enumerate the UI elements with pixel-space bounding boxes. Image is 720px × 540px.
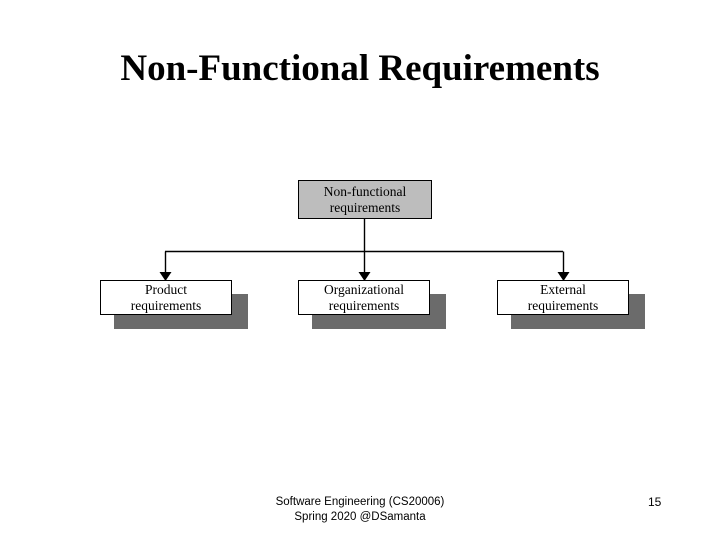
node-label-line1: External bbox=[540, 281, 586, 297]
node-product-requirements[interactable]: Product requirements bbox=[100, 280, 232, 315]
footer-line-course: Software Engineering (CS20006) bbox=[275, 496, 445, 508]
node-label-line1: Organizational bbox=[324, 281, 404, 297]
arrowhead-product bbox=[159, 272, 172, 281]
node-external-requirements[interactable]: External requirements bbox=[497, 280, 629, 315]
node-label-line1: Non-functional bbox=[323, 183, 407, 199]
arrowhead-external bbox=[557, 272, 570, 281]
node-label-line2: requirements bbox=[328, 297, 400, 313]
slide-footer: Software Engineering (CS20006) Spring 20… bbox=[0, 495, 720, 525]
node-label-line2: requirements bbox=[130, 297, 202, 313]
node-label-line2: requirements bbox=[329, 199, 401, 215]
page-number: 15 bbox=[648, 495, 662, 509]
node-organizational-requirements[interactable]: Organizational requirements bbox=[298, 280, 430, 315]
page-title: Non-Functional Requirements bbox=[120, 48, 600, 89]
node-non-functional-requirements[interactable]: Non-functional requirements bbox=[298, 180, 432, 219]
arrowhead-organizational bbox=[358, 272, 371, 281]
footer-line-term: Spring 2020 @DSamanta bbox=[294, 511, 426, 523]
node-label-line1: Product bbox=[145, 281, 187, 297]
node-label-line2: requirements bbox=[527, 297, 599, 313]
